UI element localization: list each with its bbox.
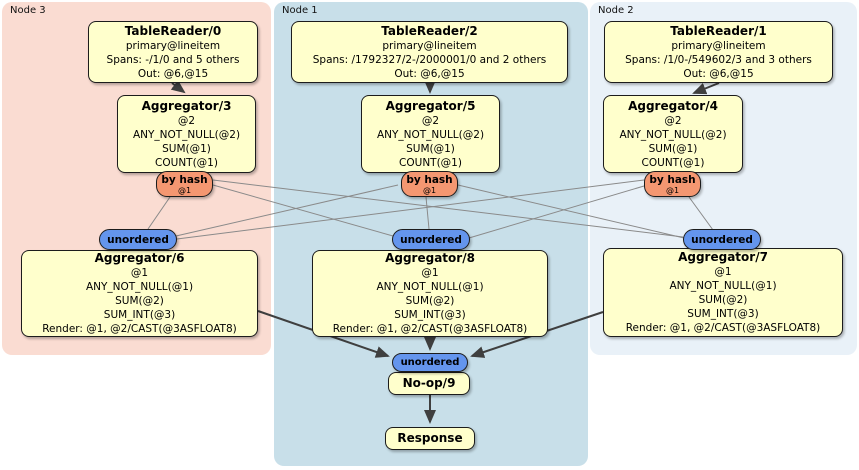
region-label-node-2: Node 2 bbox=[598, 5, 634, 16]
agg-line: @2 bbox=[664, 114, 682, 127]
agg-line: ANY_NOT_NULL(@2) bbox=[376, 128, 485, 141]
edge-hash1-unordered3 bbox=[175, 184, 399, 237]
agg-line: @1 bbox=[714, 266, 732, 278]
box-title: Aggregator/8 bbox=[385, 251, 475, 265]
edge-hash3-unordered2 bbox=[212, 179, 684, 238]
out-line: Out: @6,@15 bbox=[394, 67, 465, 80]
unordered-merger-node-2: unordered bbox=[683, 229, 761, 250]
box-title: TableReader/1 bbox=[670, 23, 767, 38]
agg-line: SUM(@2) bbox=[115, 295, 164, 307]
arrow-tablereader1-aggregator4 bbox=[692, 82, 720, 95]
router-stream: @1 bbox=[665, 185, 680, 195]
edge-hash2-unordered3 bbox=[176, 179, 645, 240]
box-title: Response bbox=[397, 431, 463, 445]
box-title: No-op/9 bbox=[402, 376, 456, 390]
router-to-merger-edges bbox=[147, 179, 714, 240]
aggregator-3-box: Aggregator/3 @2 ANY_NOT_NULL(@2) SUM(@1)… bbox=[117, 95, 256, 173]
agg-line: SUM(@1) bbox=[406, 142, 455, 155]
by-hash-router-node-1: by hash @1 bbox=[401, 171, 458, 197]
merger-label: unordered bbox=[400, 357, 460, 368]
agg-line: SUM(@1) bbox=[648, 142, 698, 155]
render-line: Render: @1, @2/CAST(@3ASFLOAT8) bbox=[625, 322, 821, 334]
box-title: Aggregator/5 bbox=[385, 98, 476, 113]
merger-label: unordered bbox=[691, 233, 753, 246]
agg-line: SUM_INT(@3) bbox=[394, 309, 466, 321]
agg-line: @2 bbox=[421, 114, 440, 127]
aggregator-6-box: Aggregator/6 @1 ANY_NOT_NULL(@1) SUM(@2)… bbox=[21, 250, 258, 337]
aggregator-7-box: Aggregator/7 @1 ANY_NOT_NULL(@1) SUM(@2)… bbox=[603, 248, 843, 337]
merger-label: unordered bbox=[400, 233, 462, 246]
box-title: Aggregator/3 bbox=[141, 98, 232, 113]
agg-line: @1 bbox=[421, 267, 439, 279]
edge-hash2-unordered1 bbox=[468, 185, 645, 239]
index-line: primary@lineitem bbox=[671, 39, 766, 52]
edge-hash1-unordered1 bbox=[425, 196, 430, 230]
region-label-node-1: Node 1 bbox=[282, 5, 318, 16]
agg-line: ANY_NOT_NULL(@2) bbox=[132, 128, 241, 141]
edge-hash3-unordered1 bbox=[212, 184, 394, 237]
merger-label: unordered bbox=[107, 233, 169, 246]
box-title: TableReader/0 bbox=[124, 23, 222, 38]
unordered-merger-final: unordered bbox=[392, 353, 468, 372]
router-label: by hash bbox=[649, 173, 696, 186]
unordered-merger-node-1: unordered bbox=[392, 229, 470, 250]
router-label: by hash bbox=[406, 173, 453, 186]
index-line: primary@lineitem bbox=[125, 39, 221, 52]
spans-line: Spans: /1792327/2-/2000001/0 and 2 other… bbox=[312, 53, 547, 66]
unordered-merger-node-3: unordered bbox=[99, 229, 177, 250]
box-title: Aggregator/4 bbox=[628, 98, 718, 113]
box-title: Aggregator/6 bbox=[94, 251, 185, 265]
index-line: primary@lineitem bbox=[382, 39, 477, 52]
aggregator-8-box: Aggregator/8 @1 ANY_NOT_NULL(@1) SUM(@2)… bbox=[312, 250, 548, 337]
spans-line: Spans: -/1/0 and 5 others bbox=[106, 53, 240, 66]
out-line: Out: @6,@15 bbox=[683, 67, 754, 80]
box-title: TableReader/2 bbox=[381, 23, 478, 38]
region-label-node-3: Node 3 bbox=[10, 5, 46, 16]
agg-line: @2 bbox=[177, 114, 196, 127]
agg-line: SUM_INT(@3) bbox=[687, 308, 759, 320]
agg-line: COUNT(@1) bbox=[399, 156, 462, 169]
agg-line: SUM(@2) bbox=[698, 294, 748, 306]
tablereader-2-box: TableReader/2 primary@lineitem Spans: /1… bbox=[291, 21, 568, 83]
edge-hash2-unordered2 bbox=[688, 196, 714, 231]
agg-line: SUM(@1) bbox=[162, 142, 211, 155]
agg-line: SUM_INT(@3) bbox=[103, 309, 176, 321]
agg-line: COUNT(@1) bbox=[155, 156, 218, 169]
render-line: Render: @1, @2/CAST(@3ASFLOAT8) bbox=[332, 323, 528, 335]
by-hash-router-node-2: by hash @1 bbox=[644, 171, 701, 197]
edge-hash1-unordered2 bbox=[457, 184, 685, 239]
agg-line: COUNT(@1) bbox=[641, 156, 705, 169]
aggregator-5-box: Aggregator/5 @2 ANY_NOT_NULL(@2) SUM(@1)… bbox=[361, 95, 500, 173]
router-stream: @1 bbox=[177, 185, 192, 195]
box-title: Aggregator/7 bbox=[678, 250, 768, 264]
spans-line: Spans: /1/0-/549602/3 and 3 others bbox=[625, 53, 812, 66]
noop-9-box: No-op/9 bbox=[388, 372, 470, 395]
by-hash-router-node-3: by hash @1 bbox=[156, 171, 213, 197]
agg-line: ANY_NOT_NULL(@1) bbox=[85, 281, 194, 293]
agg-line: @1 bbox=[130, 267, 149, 279]
arrow-tablereader0-aggregator3 bbox=[170, 80, 186, 94]
agg-line: ANY_NOT_NULL(@2) bbox=[619, 128, 727, 141]
aggregator-4-box: Aggregator/4 @2 ANY_NOT_NULL(@2) SUM(@1)… bbox=[603, 95, 743, 173]
agg-line: SUM(@2) bbox=[405, 295, 455, 307]
response-box: Response bbox=[385, 427, 475, 450]
tablereader-1-box: TableReader/1 primary@lineitem Spans: /1… bbox=[604, 21, 833, 83]
render-line: Render: @1, @2/CAST(@3ASFLOAT8) bbox=[42, 323, 237, 335]
router-label: by hash bbox=[161, 173, 208, 186]
agg-line: ANY_NOT_NULL(@1) bbox=[669, 280, 777, 292]
tablereader-0-box: TableReader/0 primary@lineitem Spans: -/… bbox=[88, 21, 258, 83]
agg-line: ANY_NOT_NULL(@1) bbox=[376, 281, 484, 293]
router-stream: @1 bbox=[422, 185, 437, 195]
out-line: Out: @6,@15 bbox=[137, 67, 209, 80]
edge-hash3-unordered3 bbox=[147, 196, 171, 230]
